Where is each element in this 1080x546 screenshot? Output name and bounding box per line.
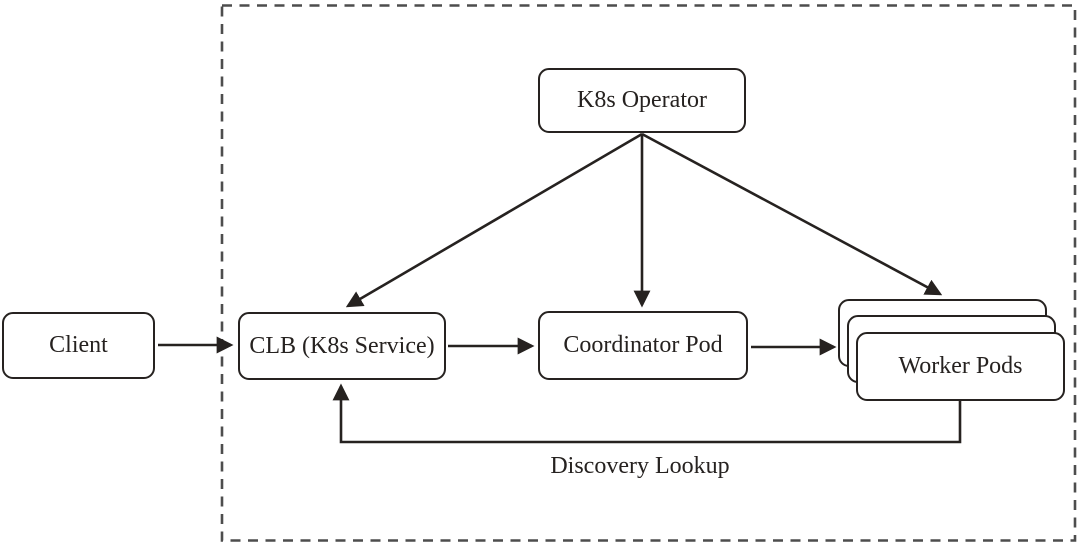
discovery-lookup-label: Discovery Lookup xyxy=(550,453,730,479)
node-clb-label: CLB (K8s Service) xyxy=(249,332,435,359)
node-k8s-operator: K8s Operator xyxy=(538,68,746,133)
node-coordinator-pod: Coordinator Pod xyxy=(538,311,748,380)
node-clb-k8s-service: CLB (K8s Service) xyxy=(238,312,446,380)
edge-operator-to-workers xyxy=(641,132,943,296)
node-client-label: Client xyxy=(49,332,108,358)
node-k8s-operator-label: K8s Operator xyxy=(577,87,707,113)
node-worker-pods: Worker Pods xyxy=(856,332,1065,401)
node-coordinator-pod-label: Coordinator Pod xyxy=(563,332,723,358)
node-client: Client xyxy=(2,312,155,379)
k8s-cluster-boundary xyxy=(220,4,1077,542)
edge-operator-to-clb xyxy=(345,132,643,308)
edge-discovery-lookup xyxy=(332,383,962,444)
node-worker-pods-label: Worker Pods xyxy=(898,353,1023,379)
